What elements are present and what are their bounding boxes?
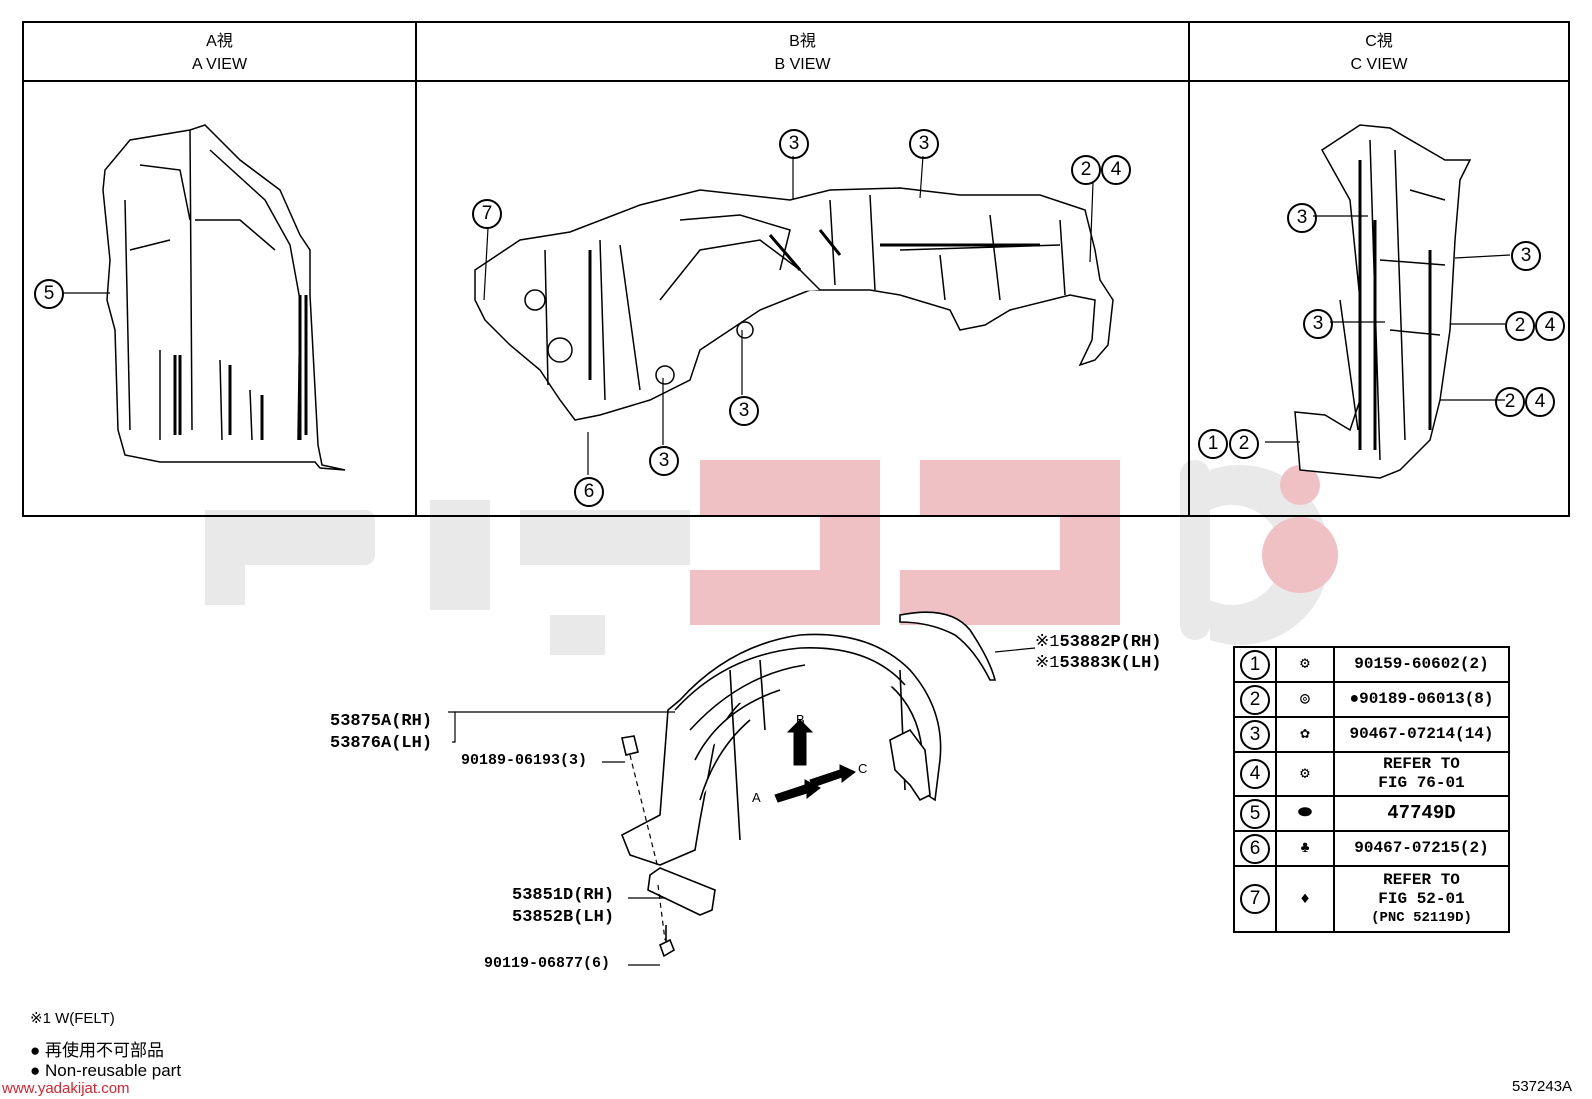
bolt-icon: ♦ (1300, 889, 1310, 908)
callout-3: 3 (909, 129, 939, 159)
part-label-liner-lh: 53876A(LH) (330, 734, 433, 753)
watermark-url: www.yadakijat.com (2, 1080, 130, 1097)
callout-2: 2 (1229, 429, 1259, 459)
rear-flap (889, 728, 931, 802)
legend-number: 6 (1240, 833, 1270, 864)
direction-label-b: B (796, 712, 805, 727)
view-title-jp: C視 (1365, 33, 1393, 50)
callout-3: 3 (1303, 309, 1333, 339)
callout-3: 3 (649, 446, 679, 476)
legend-text: (PNC 52119D) (1371, 909, 1472, 926)
legend-row: 3 ✿ 90467-07214(14) (1233, 716, 1510, 753)
figure-id: 537243A (1512, 1078, 1573, 1095)
note-felt: ※1 W(FELT) (30, 1010, 115, 1027)
callout-4: 4 (1525, 387, 1555, 417)
felt-mark: ※1 (1035, 633, 1060, 652)
callout-3: 3 (729, 396, 759, 426)
legend-number: 1 (1240, 649, 1270, 680)
bolt (659, 925, 675, 958)
legend-text: 90159-60602(2) (1354, 655, 1489, 673)
screw-icon: ⚙ (1300, 764, 1310, 783)
watermark-logo (205, 460, 1338, 655)
mud-shield (647, 867, 716, 916)
legend-row: 6 ♣ 90467-07215(2) (1233, 830, 1510, 867)
legend-text: REFER TO (1383, 870, 1460, 889)
legend-number: 4 (1240, 759, 1270, 789)
part-label-felt-rh: ※153882P(RH) (1035, 631, 1161, 652)
view-header-c: C視 C VIEW (1189, 30, 1569, 76)
clip-icon: ✿ (1300, 725, 1310, 743)
legend-text: FIG 52-01 (1378, 889, 1465, 908)
callout-5: 5 (34, 279, 64, 309)
callout-1: 1 (1198, 429, 1228, 459)
exploded-view-drawing: B A C (620, 611, 997, 958)
callout-3: 3 (1511, 241, 1541, 271)
view-header-a: A視 A VIEW (23, 30, 416, 76)
a-view-drawing (102, 124, 346, 471)
legend-row: 5 ⬬ 47749D (1233, 795, 1510, 832)
legend-text: FIG 76-01 (1378, 774, 1465, 792)
fastener-icon: ⚙ (1300, 655, 1310, 673)
callout-4: 4 (1535, 311, 1565, 341)
legend-text: REFER TO (1383, 755, 1460, 773)
clip-icon: ♣ (1300, 839, 1310, 857)
legend-text: ●90189-06013(8) (1349, 690, 1494, 708)
part-label-shield-lh: 53852B(LH) (512, 908, 615, 927)
part-label-liner-rh: 53875A(RH) (330, 712, 433, 731)
direction-label-a: A (752, 790, 761, 805)
note-nonreusable-jp: ● 再使用不可部品 (30, 1041, 164, 1060)
view-panels (22, 21, 1570, 517)
felt-lh: 53883K(LH) (1059, 654, 1162, 673)
view-header-b: B視 B VIEW (416, 30, 1189, 76)
felt-rh: 53882P(RH) (1059, 633, 1162, 652)
legend-number: 2 (1240, 684, 1270, 715)
callout-6: 6 (574, 477, 604, 507)
callout-4: 4 (1101, 155, 1131, 185)
legend-text: 47749D (1387, 802, 1456, 824)
direction-label-c: C (858, 761, 867, 776)
callout-2: 2 (1071, 155, 1101, 185)
part-label-bolt: 90119-06877(6) (484, 955, 611, 972)
b-view-drawing (474, 187, 1114, 421)
callout-2: 2 (1495, 387, 1525, 417)
legend-number: 7 (1240, 884, 1270, 914)
view-title-jp: A視 (206, 33, 233, 50)
callout-2: 2 (1505, 311, 1535, 341)
view-title-en: B VIEW (774, 56, 831, 73)
legend-number: 5 (1240, 798, 1270, 829)
part-label-clip: 90189-06193(3) (461, 752, 588, 769)
felt-mark: ※1 (1035, 654, 1060, 673)
callout-3: 3 (779, 129, 809, 159)
view-title-en: C VIEW (1350, 56, 1408, 73)
legend-text: 90467-07215(2) (1354, 839, 1489, 857)
callout-7: 7 (472, 199, 502, 229)
view-title-jp: B視 (789, 33, 816, 50)
view-title-en: A VIEW (191, 56, 248, 73)
clip-icon: ◎ (1300, 690, 1310, 708)
note-nonreusable-en: ● Non-reusable part (30, 1061, 182, 1080)
fastener-legend-table: 1 ⚙ 90159-60602(2) 2 ◎ ●90189-06013(8) 3… (1233, 646, 1510, 933)
c-view-drawing (1294, 124, 1472, 479)
part-label-shield-rh: 53851D(RH) (512, 886, 615, 905)
fender-felt (899, 611, 997, 681)
callout-3: 3 (1287, 203, 1317, 233)
legend-row: 1 ⚙ 90159-60602(2) (1233, 646, 1510, 683)
part-label-felt-lh: ※153883K(LH) (1035, 652, 1161, 673)
legend-row: 2 ◎ ●90189-06013(8) (1233, 681, 1510, 718)
bolt-icon: ⬬ (1298, 804, 1312, 822)
legend-text: 90467-07214(14) (1349, 725, 1494, 743)
clip (621, 735, 639, 756)
legend-number: 3 (1240, 719, 1270, 750)
